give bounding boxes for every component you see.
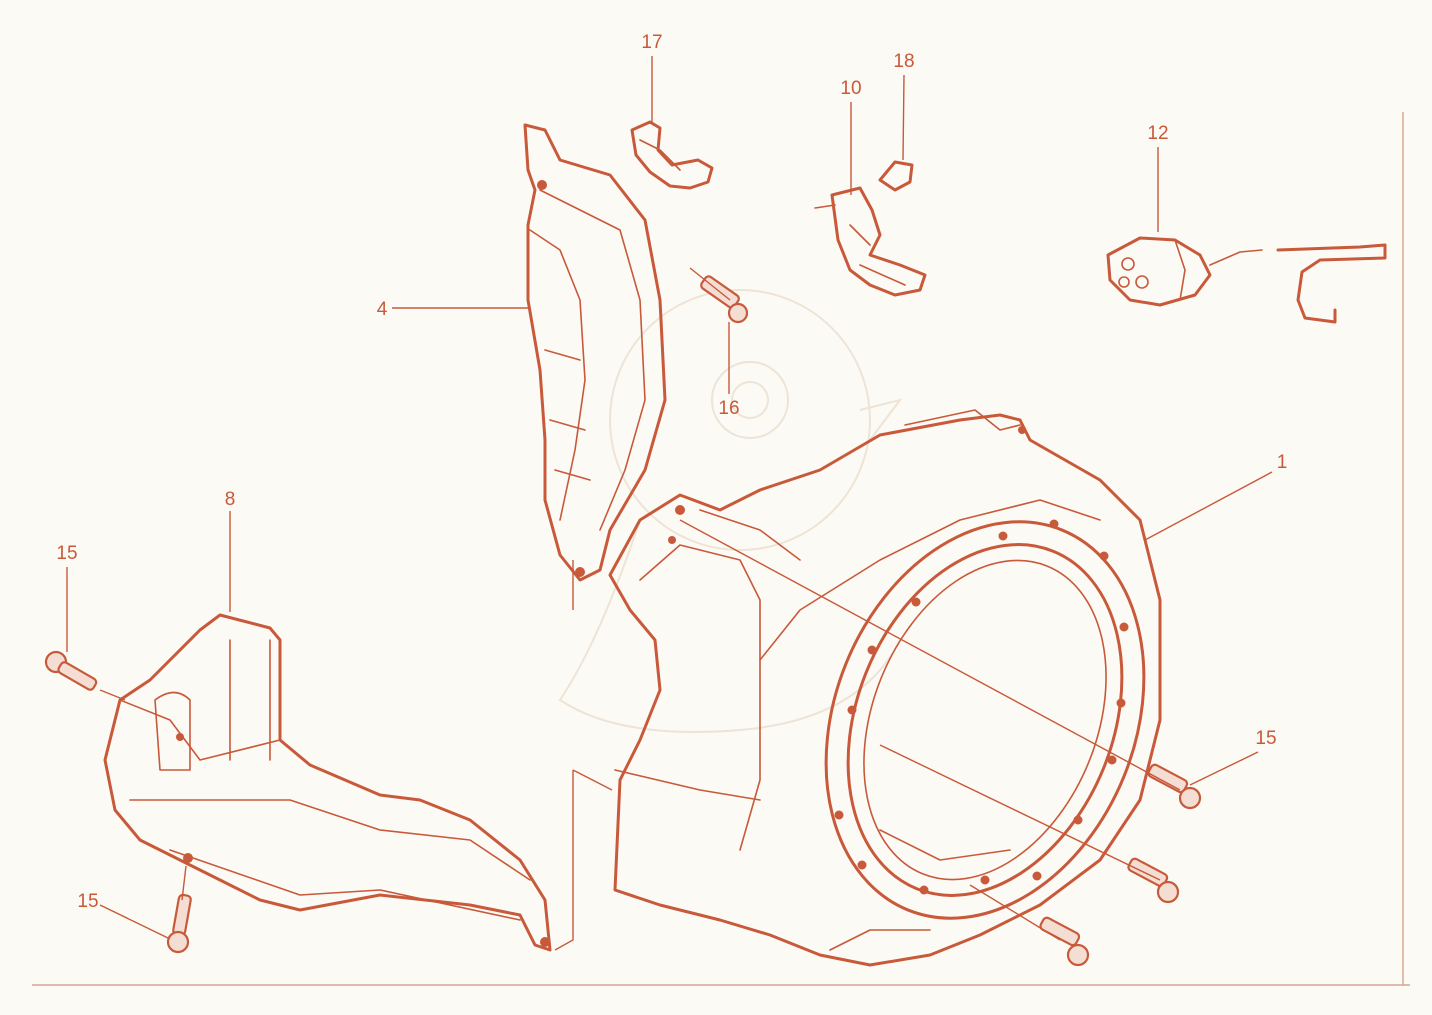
callout-10: 10 bbox=[840, 78, 861, 99]
callout-16: 16 bbox=[718, 398, 739, 419]
callout-8: 8 bbox=[225, 489, 236, 510]
part-17-clip bbox=[630, 120, 714, 190]
callout-1: 1 bbox=[1277, 452, 1288, 473]
bolt-15-right-3 bbox=[1039, 916, 1090, 967]
bolt-15-left-bottom bbox=[166, 893, 192, 954]
callout-4: 4 bbox=[377, 299, 388, 320]
callout-15-right: 15 bbox=[1255, 728, 1276, 749]
bolt-15-left-top bbox=[44, 650, 98, 691]
part-1-fan-housing bbox=[608, 409, 1162, 967]
part-10-bracket bbox=[814, 186, 927, 297]
leader-lines bbox=[66, 56, 1273, 951]
callout-15-left-bottom: 15 bbox=[77, 891, 98, 912]
part-12-sensor bbox=[1106, 236, 1387, 324]
callout-17: 17 bbox=[641, 32, 662, 53]
callout-18: 18 bbox=[893, 51, 914, 72]
part-8-lower-guard bbox=[103, 613, 552, 952]
callout-labels: 17 18 10 12 4 16 1 8 15 15 15 bbox=[56, 32, 1287, 912]
callout-15-left-top: 15 bbox=[56, 543, 77, 564]
watermark-mascot bbox=[558, 289, 903, 733]
callout-12: 12 bbox=[1147, 123, 1168, 144]
bolt-15-right-1 bbox=[1147, 763, 1202, 810]
part-4-upper-cover bbox=[523, 123, 667, 582]
bolt-15-right-2 bbox=[1127, 857, 1180, 904]
part-18-nut bbox=[878, 160, 914, 192]
diagram-frame bbox=[32, 112, 1410, 986]
